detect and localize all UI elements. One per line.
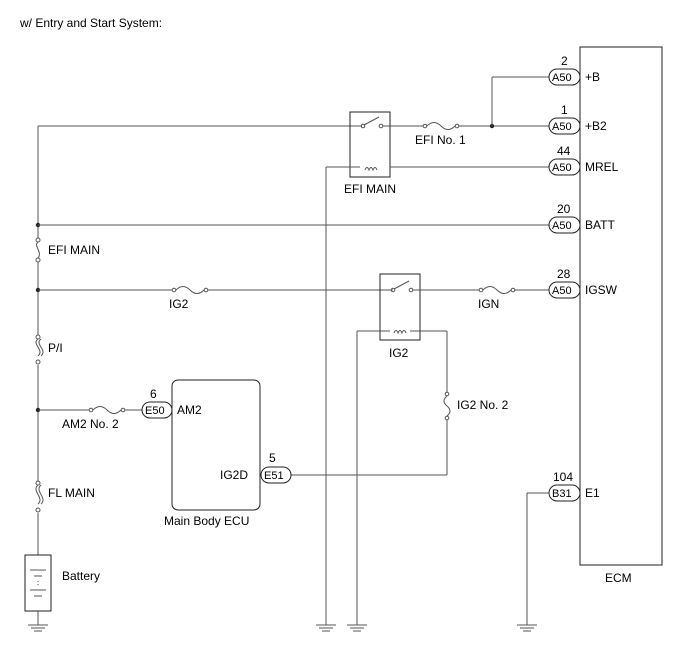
efi-main-fuse-label: EFI MAIN (48, 243, 100, 257)
am2-no2-fuse-label: AM2 No. 2 (62, 417, 119, 431)
ig2-no2-fuse-icon (443, 391, 451, 421)
ecm-signal-label: IGSW (585, 283, 618, 297)
fl-main-fusible-link-label: FL MAIN (48, 486, 95, 500)
ecm-signal-label: MREL (585, 160, 619, 174)
fl-main-fusible-link-icon (35, 480, 44, 513)
efi-main-relay-label: EFI MAIN (344, 182, 396, 196)
ground-icon (517, 624, 537, 632)
ecm-signal-label: E1 (585, 486, 600, 500)
ecm-pin-number: 44 (557, 144, 571, 158)
e51-connector (260, 466, 292, 484)
ecm-connector (548, 216, 581, 234)
ecm-connector-label: A50 (552, 72, 572, 84)
ecm-connector (548, 158, 581, 176)
ecm-pin-number: 2 (561, 54, 568, 68)
ig2-relay-coil-icon (393, 330, 407, 335)
am2-no2-fuse-icon (88, 406, 126, 414)
ecm-signal-label: BATT (585, 218, 615, 232)
ecm-label: ECM (605, 571, 632, 585)
ig2d-signal-label: IG2D (220, 468, 248, 482)
ground-icon (347, 624, 367, 632)
ig2-relay-box (379, 273, 421, 341)
ground-icon (28, 624, 48, 632)
ecm-pin-number: 28 (557, 267, 571, 281)
ecm-connector (548, 117, 581, 135)
ecm-signal-label: +B (585, 70, 600, 84)
ground-icon (316, 624, 336, 632)
efi-no1-fuse-label: EFI No. 1 (415, 133, 466, 147)
efi-main-relay-box (349, 111, 391, 178)
battery-label: Battery (62, 569, 100, 583)
ecm-pin-number: 20 (557, 202, 571, 216)
am2-signal-label: AM2 (177, 403, 202, 417)
e51-pin-number: 5 (269, 451, 276, 465)
ecm-connector-label: A50 (552, 162, 572, 174)
main-body-ecu-label: Main Body ECU (164, 514, 249, 528)
battery-icon (24, 554, 52, 612)
ecm-connector (548, 281, 581, 299)
ecm-box (579, 46, 663, 566)
efi-main-relay-switch-icon (360, 116, 384, 129)
efi-no1-fuse-icon (422, 122, 460, 130)
ign-fuse-icon (478, 286, 516, 294)
ecm-pin-number: 104 (553, 470, 573, 484)
diagram-header: w/ Entry and Start System: (19, 16, 162, 30)
ecm-pin-number: 1 (561, 103, 568, 117)
ig2-relay-label: IG2 (389, 346, 409, 360)
main-body-ecu-box (171, 379, 261, 511)
ecm-connector-label: A50 (552, 220, 572, 232)
ig2-relay-switch-icon (390, 280, 414, 293)
ig2-fuse-label: IG2 (169, 297, 189, 311)
ig2-fuse-icon (171, 286, 209, 294)
e50-connector (141, 401, 173, 419)
ecm-signal-label: +B2 (585, 119, 607, 133)
ecm-connector-label: B31 (552, 488, 572, 500)
ig2-no2-fuse-label: IG2 No. 2 (457, 398, 509, 412)
efi-main-fuse-icon (35, 237, 41, 263)
efi-main-relay-coil-icon (364, 167, 378, 172)
e50-pin-number: 6 (150, 387, 157, 401)
ecm-connector (548, 68, 581, 86)
pi-fusible-link-icon (35, 334, 44, 365)
ign-fuse-label: IGN (478, 297, 499, 311)
ecm-connector-label: A50 (552, 285, 572, 297)
e50-connector-label: E50 (145, 405, 165, 417)
e51-connector-label: E51 (264, 470, 284, 482)
pi-fusible-link-label: P/I (48, 341, 63, 355)
ecm-connector-label: A50 (552, 121, 572, 133)
